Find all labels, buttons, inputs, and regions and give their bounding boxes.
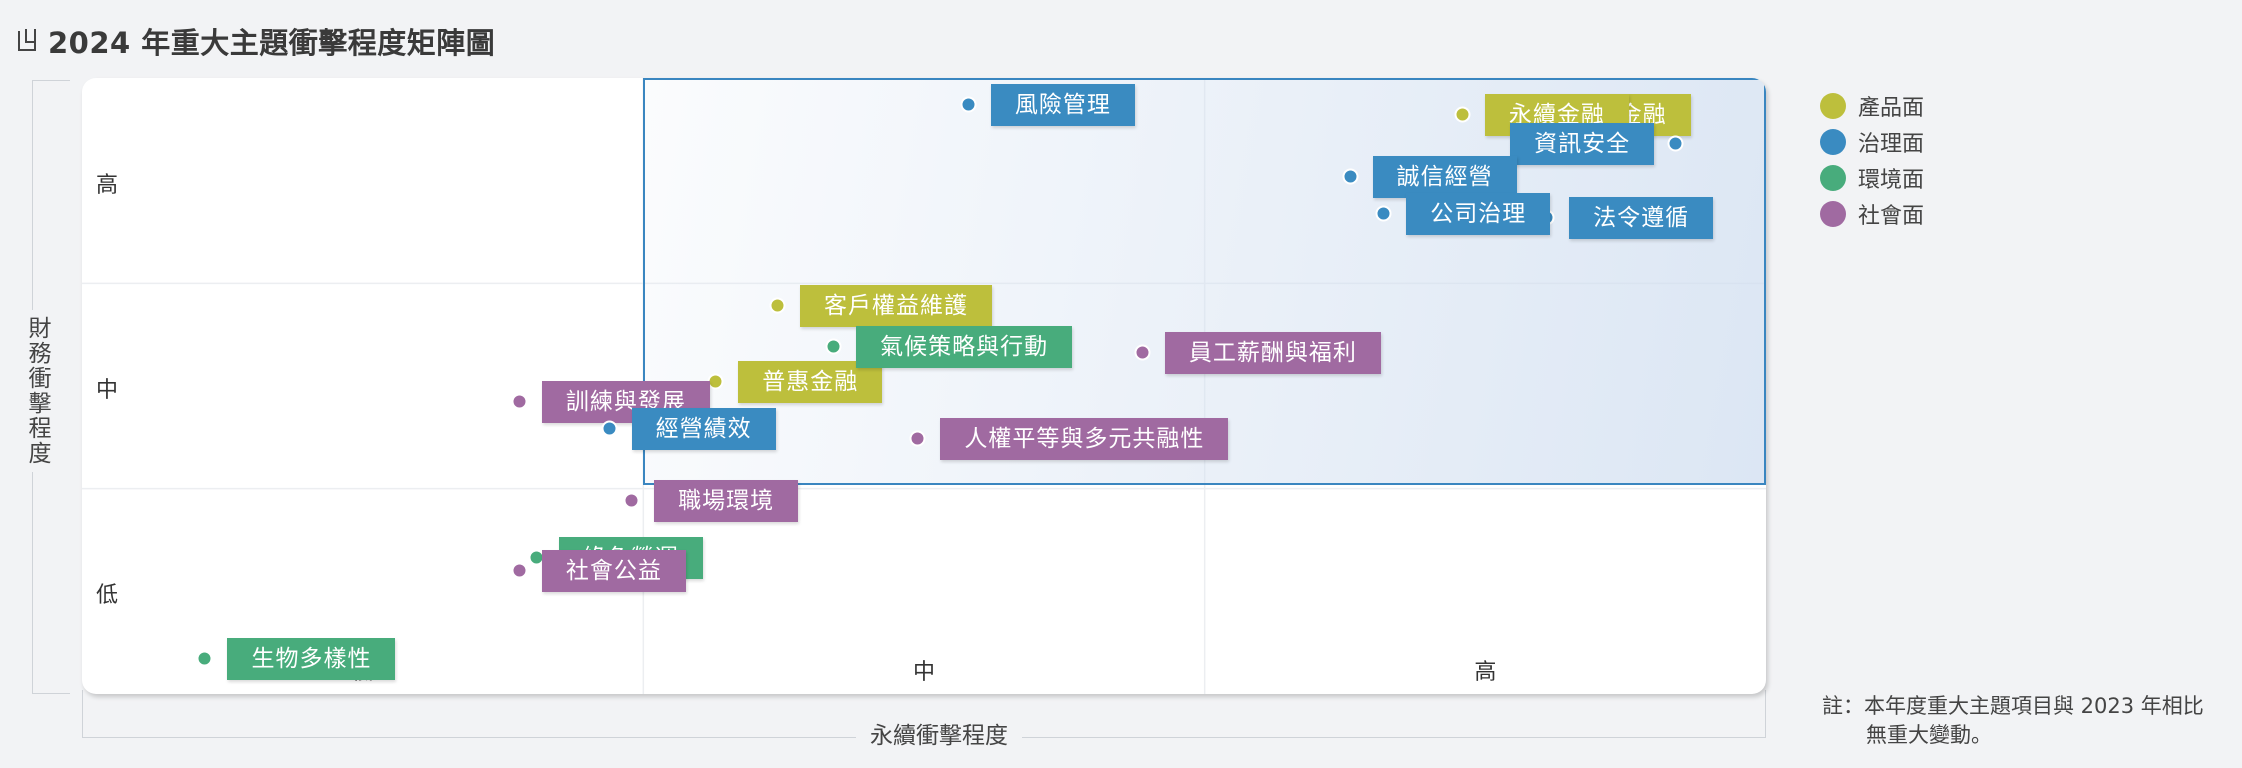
- data-point: [1375, 205, 1392, 222]
- data-point: [511, 393, 528, 410]
- legend-swatch: [1820, 93, 1846, 119]
- y-tick-label: 高: [96, 172, 119, 198]
- point-label: 社會公益: [541, 549, 686, 592]
- x-axis-title: 永續衝擊程度: [856, 716, 1022, 750]
- document-icon: [18, 29, 36, 51]
- point-label: 氣候策略與行動: [856, 325, 1073, 368]
- data-point: [1454, 106, 1471, 123]
- chart-title: 2024 年重大主題衝擊程度矩陣圖: [48, 26, 496, 60]
- legend-item: 社會面: [1820, 196, 1924, 232]
- y-axis-title: 財務衝擊程度: [14, 310, 50, 472]
- plot-area: 低中高低中高 數位金融永續金融風險管理資訊安全誠信經營法令遵循公司治理客戶權益維…: [82, 78, 1766, 694]
- data-point: [1342, 168, 1359, 185]
- legend-item: 治理面: [1820, 124, 1924, 160]
- data-point: [1667, 135, 1684, 152]
- legend: 產品面治理面環境面社會面: [1820, 88, 1924, 232]
- point-label: 員工薪酬與福利: [1164, 332, 1381, 375]
- legend-label: 環境面: [1858, 168, 1925, 193]
- data-point: [196, 650, 213, 667]
- data-point: [707, 373, 724, 390]
- title-row: 2024 年重大主題衝擊程度矩陣圖: [18, 20, 495, 62]
- point-label: 職場環境: [654, 479, 799, 522]
- data-point: [601, 420, 618, 437]
- data-point: [960, 96, 977, 113]
- legend-swatch: [1820, 165, 1846, 191]
- point-label: 訓練與發展: [541, 381, 710, 424]
- point-label: 公司治理: [1406, 192, 1551, 235]
- data-point: [769, 297, 786, 314]
- legend-label: 治理面: [1858, 132, 1925, 157]
- legend-label: 社會面: [1858, 204, 1925, 229]
- legend-item: 產品面: [1820, 88, 1924, 124]
- point-label: 經營績效: [631, 408, 776, 451]
- point-label: 風險管理: [990, 83, 1135, 126]
- data-point: [511, 562, 528, 579]
- point-label: 資訊安全: [1510, 122, 1655, 165]
- point-label: 生物多樣性: [227, 638, 396, 681]
- legend-swatch: [1820, 129, 1846, 155]
- data-point: [825, 338, 842, 355]
- point-label: 法令遵循: [1569, 196, 1714, 239]
- data-point: [909, 430, 926, 447]
- y-tick-label: 中: [96, 378, 119, 403]
- legend-item: 環境面: [1820, 160, 1924, 196]
- point-label: 客戶權益維護: [800, 284, 993, 327]
- legend-label: 產品面: [1858, 96, 1925, 121]
- x-tick-label: 中: [913, 660, 936, 685]
- data-point: [623, 492, 640, 509]
- point-label: 誠信經營: [1372, 155, 1517, 198]
- footnote-line-2: 無重大變動。: [1866, 723, 1992, 747]
- legend-swatch: [1820, 201, 1846, 227]
- footnote-line-1: 註：本年度重大主題項目與 2023 年相比: [1822, 694, 2204, 718]
- x-tick-label: 高: [1474, 660, 1497, 685]
- footnote: 註：本年度重大主題項目與 2023 年相比 無重大變動。: [1822, 692, 2204, 750]
- y-tick-label: 低: [96, 583, 119, 609]
- point-label: 人權平等與多元共融性: [940, 418, 1229, 461]
- data-point: [1134, 344, 1151, 361]
